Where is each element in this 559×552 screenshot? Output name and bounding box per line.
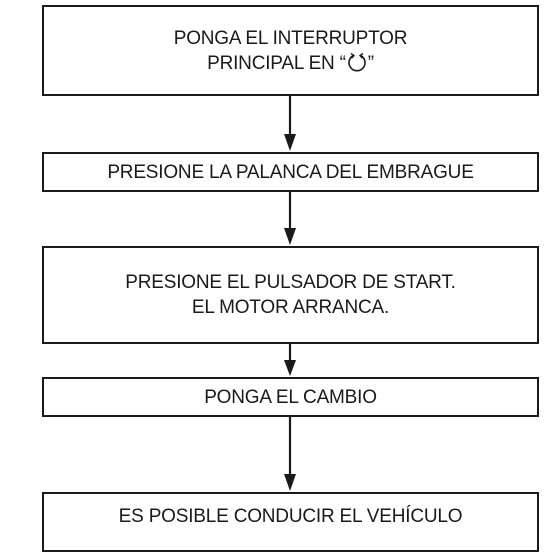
step-4-line-1: PONGA EL CAMBIO xyxy=(204,386,377,408)
step-1-line-1: PONGA EL INTERRUPTOR xyxy=(173,27,408,49)
step-1-line-2-text: PRINCIPAL EN “ xyxy=(207,52,346,74)
arrow-2 xyxy=(280,192,300,246)
arrow-3 xyxy=(280,344,300,377)
step-1-box: PONGA EL INTERRUPTOR PRINCIPAL EN “ ” xyxy=(42,5,539,96)
arrow-down-icon xyxy=(284,344,296,376)
step-3-line-2: EL MOTOR ARRANCA. xyxy=(191,297,390,318)
step-1-line-2-close-quote: ” xyxy=(367,52,374,74)
arrow-4 xyxy=(280,417,300,492)
step-2-line-1: PRESIONE LA PALANCA DEL EMBRAGUE xyxy=(107,161,474,183)
step-5-box: ES POSIBLE CONDUCIR EL VEHÍCULO xyxy=(42,492,539,552)
step-3-box: PRESIONE EL PULSADOR DE START. EL MOTOR … xyxy=(42,246,539,344)
step-5-line-1: ES POSIBLE CONDUCIR EL VEHÍCULO xyxy=(118,506,463,527)
ignition-on-icon xyxy=(347,52,366,71)
arrow-1 xyxy=(280,96,300,152)
step-1-line-2: PRINCIPAL EN “ ” xyxy=(207,51,374,76)
step-2-box: PRESIONE LA PALANCA DEL EMBRAGUE xyxy=(42,152,539,192)
arrow-down-icon xyxy=(284,96,296,151)
arrow-down-icon xyxy=(284,192,296,245)
arrow-down-icon xyxy=(284,417,296,491)
step-4-box: PONGA EL CAMBIO xyxy=(42,377,539,417)
step-3-line-1: PRESIONE EL PULSADOR DE START. xyxy=(125,272,456,293)
